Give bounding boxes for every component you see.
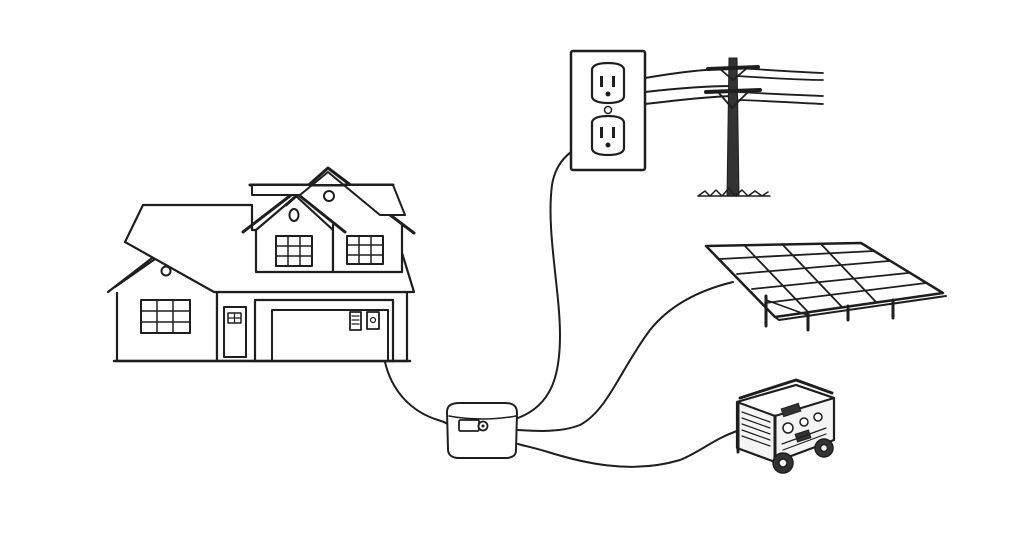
solar-panel-icon	[704, 241, 947, 332]
outlet-socket-bottom-icon	[590, 114, 626, 157]
cable-solar-to-station	[517, 281, 734, 432]
generator-wheel-left-icon	[772, 452, 794, 474]
house-front-door-icon	[223, 306, 247, 358]
cable-pole-to-outlet	[644, 67, 733, 105]
house-left-vent-icon	[160, 265, 172, 277]
solar-panel-edge	[774, 295, 947, 321]
pole-grass	[697, 187, 771, 197]
house-upper-window-left-icon	[275, 235, 313, 267]
cable-generator-to-station	[517, 429, 741, 468]
house-icon	[106, 166, 416, 363]
generator-top	[736, 384, 835, 417]
utility-pole-icon	[697, 57, 824, 197]
pole-wires-right	[736, 67, 824, 105]
outlet-screw-icon	[603, 105, 613, 115]
generator-frame	[736, 378, 834, 464]
wall-outlet-icon	[569, 49, 647, 172]
house-upper-roof-fill	[251, 171, 406, 216]
house-garage-door-icon	[253, 298, 395, 363]
house-upper-window-right-icon	[346, 235, 384, 265]
pole-crossarm-bottom	[704, 88, 762, 94]
power-station-port-dot	[481, 424, 485, 428]
generator-control-panel-icon	[780, 402, 827, 451]
power-station-icon	[446, 402, 518, 459]
power-station-display-icon	[458, 419, 480, 432]
solar-panel-legs	[764, 294, 895, 332]
pole-brace	[717, 68, 749, 109]
house-electrical-panel-icon	[349, 311, 362, 331]
power-station-lid-line	[448, 415, 517, 420]
generator-icon	[735, 378, 836, 474]
generator-wheel-right-icon	[814, 438, 834, 458]
cable-outlet-to-station	[517, 139, 595, 419]
outlet-socket-top-icon	[590, 61, 626, 105]
house-gable-vent-icon	[288, 208, 300, 222]
house-left-window-icon	[140, 299, 191, 334]
solar-panel-grid	[719, 243, 927, 313]
house-wall-outlet-icon	[366, 311, 380, 330]
generator-side-vent-icon	[741, 411, 771, 447]
pole-crossarm-top	[706, 65, 760, 71]
house-attic-vent-icon	[323, 190, 335, 202]
cables	[379, 67, 741, 468]
pole-shaft	[726, 57, 740, 197]
